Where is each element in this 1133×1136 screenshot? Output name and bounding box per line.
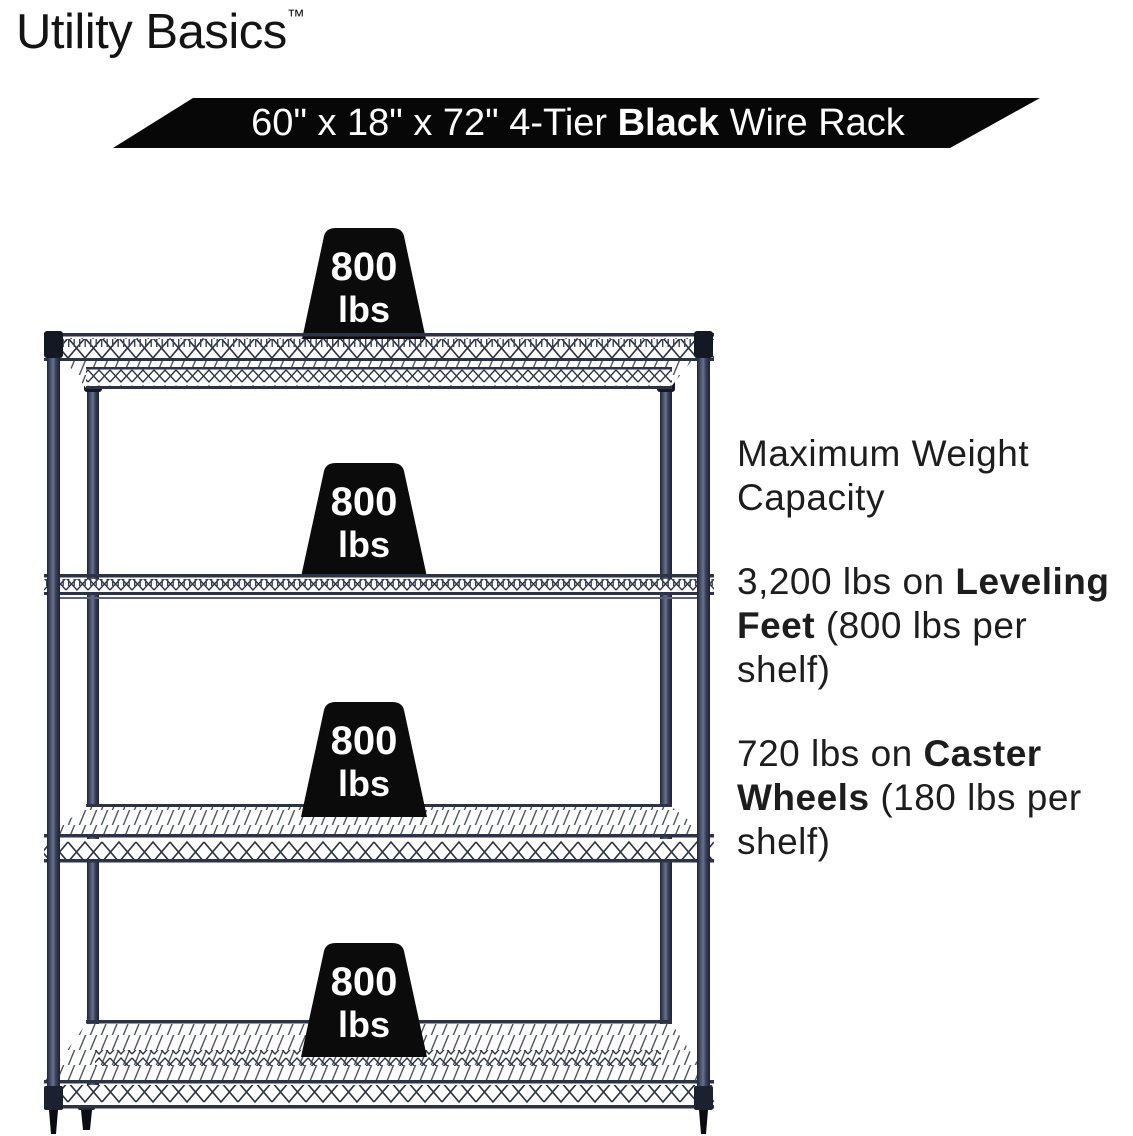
leveling-prefix: 3,200 lbs on	[737, 561, 956, 602]
product-title-banner: 60" x 18" x 72" 4-Tier Black Wire Rack	[113, 98, 1040, 148]
badge-value: 800	[331, 480, 398, 524]
weight-badge-2: 800 lbs	[301, 463, 427, 577]
badge-value: 800	[331, 245, 398, 289]
title-color-word: Black	[617, 102, 720, 144]
capacity-heading: Maximum Weight Capacity	[737, 433, 1030, 518]
brand-logo: Utility Basics™	[16, 4, 305, 60]
weight-badge-3: 800 lbs	[301, 702, 427, 817]
front-left-post	[44, 331, 63, 1134]
badge-unit: lbs	[338, 1004, 390, 1045]
badge-unit: lbs	[338, 289, 390, 330]
leveling-bold: Leveling Feet	[737, 561, 1110, 646]
shelf-3-front-rail	[44, 834, 714, 863]
weight-badge-4: 800 lbs	[301, 943, 427, 1057]
weight-badge-1: 800 lbs	[301, 228, 427, 344]
shelf-3-mesh	[46, 804, 708, 836]
trademark-symbol: ™	[286, 6, 305, 26]
badge-unit: lbs	[338, 524, 390, 565]
brand-name: Utility Basics	[16, 5, 287, 59]
casters-bold: Caster Wheels	[737, 733, 1042, 818]
front-right-post	[694, 331, 713, 1134]
caster-wheels-capacity: 720 lbs on Caster Wheels (180 lbs per sh…	[737, 732, 1127, 864]
shelf-1-front-rail	[44, 333, 714, 361]
shelf-4-front-rail	[44, 1080, 714, 1109]
back-left-post	[78, 368, 102, 1130]
badge-value: 800	[331, 960, 398, 1004]
casters-prefix: 720 lbs on	[737, 733, 924, 774]
casters-suffix: (180 lbs per shelf)	[737, 777, 1082, 862]
title-suffix: Wire Rack	[719, 102, 905, 144]
product-title: 60" x 18" x 72" 4-Tier Black Wire Rack	[251, 102, 905, 144]
shelf-2-front-rail	[44, 574, 714, 599]
capacity-info: Maximum Weight Capacity 3,200 lbs on Lev…	[737, 432, 1127, 904]
title-prefix: 60" x 18" x 72" 4-Tier	[251, 102, 618, 144]
back-right-post	[657, 368, 675, 1060]
leveling-suffix: (800 lbs per shelf)	[737, 605, 1028, 690]
badge-unit: lbs	[338, 763, 390, 804]
leveling-feet-capacity: 3,200 lbs on Leveling Feet (800 lbs per …	[737, 560, 1127, 692]
badge-value: 800	[331, 719, 398, 763]
